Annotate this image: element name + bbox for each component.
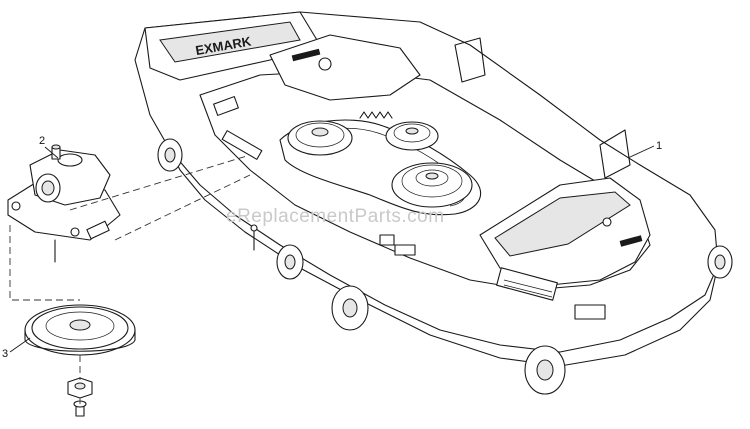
callout-1: 1	[627, 140, 662, 159]
gearbox-assembly	[7, 144, 121, 263]
callout-label-1: 1	[656, 140, 662, 152]
deck-pulley-idler	[385, 121, 439, 151]
callout-2: 2	[39, 135, 59, 159]
callout-label-3: 3	[2, 348, 8, 360]
mower-deck: EXMARK	[134, 11, 733, 395]
gearbox-pulley	[24, 304, 136, 356]
watermark-text: eReplacementParts.com	[226, 206, 445, 227]
callout-3: 3	[2, 337, 31, 360]
assembly-lines	[9, 154, 251, 404]
anti-scalp-wheels	[157, 138, 733, 395]
pulley-nut-bolt	[67, 377, 93, 417]
deck-pulley-left	[287, 120, 353, 156]
deck-pulley-center	[391, 162, 473, 208]
callout-label-2: 2	[39, 135, 45, 147]
